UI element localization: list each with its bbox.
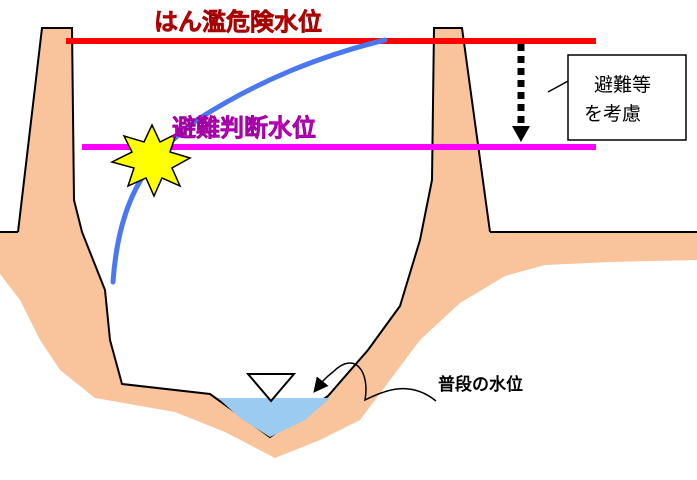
inverted-triangle-icon — [245, 373, 297, 403]
flood-danger-label: はん濫危険水位 — [154, 8, 322, 36]
normal-level-callout-line — [313, 362, 437, 402]
evacuation-judgment-label: 避難判断水位 — [172, 114, 316, 142]
normal-water — [218, 398, 330, 437]
normal-level-label: 普段の水位 — [438, 374, 523, 395]
burst-icon — [109, 123, 192, 198]
note-line-2: を考慮 — [584, 103, 641, 125]
note-callout-line — [547, 79, 571, 93]
note-line-1: 避難等 — [594, 74, 651, 96]
dotted-down-arrow-icon — [512, 44, 530, 142]
embankment-shape — [0, 28, 697, 458]
note-box — [567, 54, 687, 141]
rising-water-curve — [110, 37, 388, 285]
